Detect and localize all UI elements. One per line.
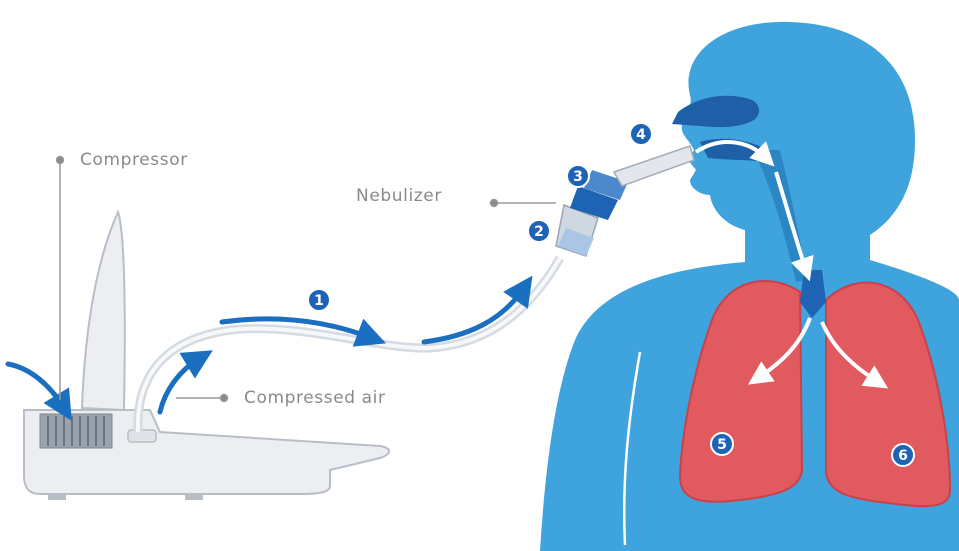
step-badge-4: 4 <box>630 123 652 145</box>
step-number-4: 4 <box>636 127 646 143</box>
step-badge-2: 2 <box>528 220 550 242</box>
nasal-cavity <box>672 96 759 127</box>
mouthpiece <box>614 146 694 186</box>
nebulizer-label: Nebulizer <box>356 186 442 206</box>
compressor-leader-dot <box>57 157 64 164</box>
compressor-label: Compressor <box>80 150 188 170</box>
compressor-foot-left <box>48 494 66 500</box>
step-badge-5: 5 <box>711 433 733 455</box>
nebulizer-leader-dot <box>491 200 498 207</box>
leader-lines <box>57 157 557 402</box>
intake-arrow <box>8 364 64 408</box>
step-number-1: 1 <box>314 293 324 309</box>
compressor-foot-right <box>185 494 203 500</box>
step-badge-3: 3 <box>567 165 589 187</box>
compressor-handle <box>82 212 125 410</box>
compressor-device <box>24 212 389 500</box>
compressed-air-leader-dot <box>221 395 228 402</box>
step-number-6: 6 <box>898 448 908 464</box>
step-number-2: 2 <box>534 224 544 240</box>
step-number-5: 5 <box>717 437 727 453</box>
step-badge-6: 6 <box>892 444 914 466</box>
step-badge-1: 1 <box>308 289 330 311</box>
step-number-3: 3 <box>573 169 583 185</box>
outlet-arrow <box>160 358 200 412</box>
nebulizer-cup <box>556 146 694 256</box>
compressed-air-label: Compressed air <box>244 388 386 408</box>
compressor-air-filter <box>40 414 112 448</box>
